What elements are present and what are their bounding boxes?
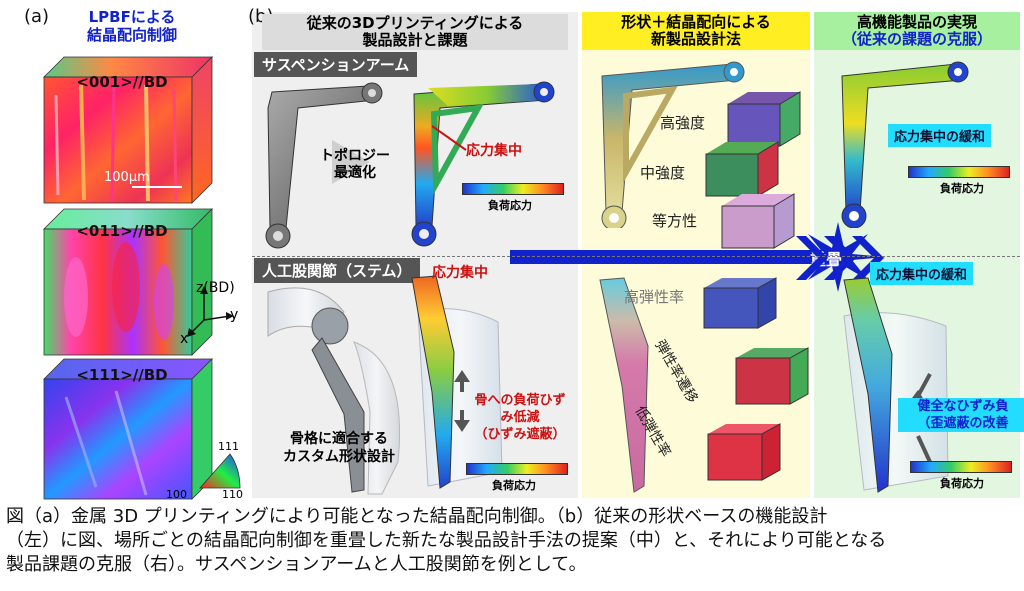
hip-stem-improved: [843, 277, 949, 493]
topology-line2: 最適化: [334, 165, 376, 181]
colorbar-stem-left: [466, 463, 568, 475]
header-result-line2: （従来の課題の克服）: [841, 30, 992, 48]
xyz-axes-icon: [187, 286, 234, 337]
colorbar-stem-right: [910, 461, 1012, 473]
hip-stem-stress: [411, 275, 503, 489]
colorbar-stem-left-label: 負荷応力: [492, 479, 536, 492]
stress-concentration-label-arm: 応力集中: [466, 143, 522, 159]
panel-a-title-line1: LPBFによる: [88, 8, 176, 26]
healthy-strain-line2: （歪遮蔽の改善: [917, 416, 1009, 431]
colorbar-arm-left-label: 負荷応力: [488, 199, 532, 212]
scale-bar-label: 100μm: [104, 170, 150, 185]
custom-shape-line2: カスタム形状設計: [283, 449, 395, 465]
isotropic-label: 等方性: [652, 212, 698, 230]
header-new-design: 形状＋結晶配向による 新製品設計法: [582, 12, 810, 50]
tag-suspension-arm: サスペンションアーム: [254, 52, 418, 77]
panel-a-title-line2: 結晶配向制御: [86, 26, 177, 44]
suspension-arm-stress: [411, 81, 555, 247]
custom-shape-label: 骨格に適合する カスタム形状設計: [264, 430, 414, 466]
colorbar-stem-right-label: 負荷応力: [940, 477, 984, 490]
panel-a: (a) LPBFによる 結晶配向制御 <001>//BD 100μm: [0, 0, 248, 501]
panel-b: (b) 従来の3Dプリンティングによる 製品設計と課題 形状＋結晶配向による 新…: [248, 0, 1024, 500]
mid-strength-label: 中強度: [640, 164, 686, 182]
topology-label: トポロジー 最適化: [310, 148, 400, 182]
header-new-design-line1: 形状＋結晶配向による: [621, 13, 771, 31]
ebsd-cube-011: [43, 208, 213, 356]
header-conventional-line2: 製品設計と課題: [362, 31, 468, 49]
lattice-high-modulus: [703, 277, 777, 329]
caption-line3: 製品課題の克服（右）。サスペンションアームと人工股関節を例として。: [6, 554, 587, 575]
stress-relief-label-arm: 応力集中の緩和: [888, 124, 992, 147]
arrow-topology: [332, 140, 370, 184]
bone-strain-line2: み低減: [500, 410, 540, 425]
caption-line1: 図（a）金属 3D プリンティングにより可能となった結晶配向制御。（b）従来の形…: [6, 506, 828, 527]
overlay-bar: [510, 250, 844, 264]
panel-a-label: (a): [24, 6, 50, 27]
topology-line1: トポロジー: [320, 148, 390, 164]
stress-concentration-label-stem: 応力集中: [432, 265, 488, 281]
panel-a-title: LPBFによる 結晶配向制御: [62, 8, 202, 44]
ebsd-cube-001: [43, 56, 213, 204]
chevron-right-arrows-icon: [796, 236, 884, 280]
row-divider: [252, 256, 1020, 257]
colorbar-arm-right: [908, 166, 1010, 178]
suspension-arm-oriented: [601, 61, 745, 228]
header-result: 高機能製品の実現 （従来の課題の克服）: [814, 12, 1020, 50]
high-modulus-label: 高弾性率: [624, 288, 685, 306]
lattice-mid-strength: [705, 141, 779, 197]
header-new-design-line2: 新製品設計法: [650, 30, 741, 48]
ipf-triangle-icon: [199, 453, 241, 489]
cube-011-label: <011>//BD: [76, 222, 168, 240]
ebsd-cube-111: [43, 358, 213, 500]
tag-hip-stem: 人工股関節（ステム）: [254, 258, 420, 283]
suspension-arm-grey: [265, 82, 383, 249]
hip-stem-oriented: [599, 277, 649, 493]
cube-111-label: <111>//BD: [76, 366, 168, 384]
high-strength-label: 高強度: [660, 114, 706, 132]
hip-joint-skeleton: [267, 287, 401, 495]
ipf-111-label: 111: [218, 440, 239, 453]
bone-strain-line3: （ひずみ遮蔽）: [474, 427, 566, 442]
lattice-isotropic: [721, 193, 795, 249]
header-conventional-line1: 従来の3Dプリンティングによる: [306, 14, 524, 32]
cube-001-label: <001>//BD: [76, 73, 168, 91]
colorbar-arm-left: [462, 183, 564, 195]
healthy-strain-line1: 健全なひずみ負: [917, 399, 1009, 414]
custom-shape-line1: 骨格に適合する: [290, 431, 388, 447]
caption-line2: （左）に図、場所ごとの結晶配向制御を重畳した新たな製品設計手法の提案（中）と、そ…: [6, 530, 887, 551]
colorbar-arm-right-label: 負荷応力: [940, 182, 984, 195]
figure-caption: 図（a）金属 3D プリンティングにより可能となった結晶配向制御。（b）従来の形…: [6, 505, 1020, 577]
lattice-low-modulus: [707, 423, 781, 481]
axis-x-label: x: [180, 331, 189, 347]
ipf-110-label: 110: [222, 488, 243, 501]
bone-strain-line1: 骨への負荷ひず: [474, 393, 566, 408]
bone-strain-label: 骨への負荷ひず み低減 （ひずみ遮蔽）: [460, 392, 580, 443]
healthy-strain-label: 健全なひずみ負 （歪遮蔽の改善: [898, 398, 1024, 432]
header-conventional: 従来の3Dプリンティングによる 製品設計と課題: [262, 14, 568, 50]
lattice-transition: [735, 347, 809, 405]
axis-z-label: z(BD): [196, 280, 235, 296]
ipf-100-label: 100: [166, 488, 187, 501]
axis-y-label: y: [230, 307, 239, 323]
suspension-arm-improved: [841, 61, 969, 228]
stress-relief-label-stem: 応力集中の緩和: [870, 262, 974, 285]
arrow-stress-arm: [431, 125, 467, 151]
header-result-line1: 高機能製品の実現: [856, 13, 977, 31]
lattice-high-strength: [727, 91, 801, 147]
